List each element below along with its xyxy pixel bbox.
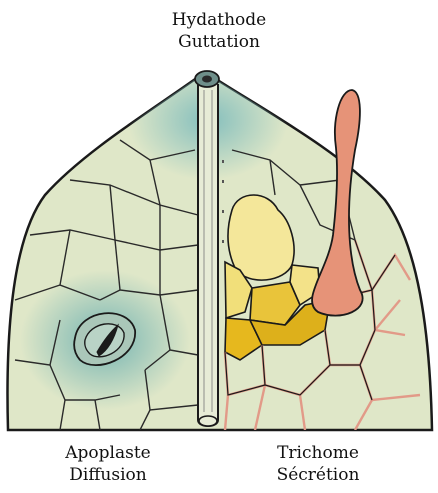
trichome-label-line1: Trichome	[228, 442, 408, 464]
hydathode-pore-icon	[195, 71, 219, 87]
hydathode-label-line1: Hydathode	[119, 9, 319, 31]
vein-end-icon	[199, 416, 217, 426]
apoplaste-label: Apoplaste Diffusion	[18, 442, 198, 486]
trichome-label-line2: Sécrétion	[228, 464, 408, 486]
apoplaste-label-line2: Diffusion	[18, 464, 198, 486]
hydathode-label-line2: Guttation	[119, 31, 319, 53]
trichome-label: Trichome Sécrétion	[228, 442, 408, 486]
apoplaste-label-line1: Apoplaste	[18, 442, 198, 464]
hydathode-label: Hydathode Guttation	[119, 9, 319, 53]
